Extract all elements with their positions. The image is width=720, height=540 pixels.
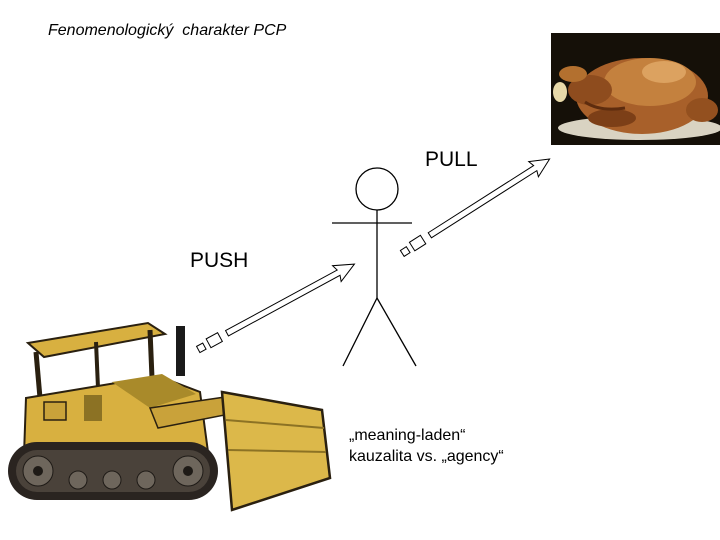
pull-arrow-dash-1 xyxy=(399,246,411,258)
pull-label: PULL xyxy=(425,148,478,171)
push-arrow xyxy=(195,263,356,354)
turkey-image xyxy=(551,33,720,145)
pull-arrow-shaft xyxy=(427,158,551,239)
pull-arrow xyxy=(399,158,551,258)
push-label: PUSH xyxy=(190,249,249,272)
bulldozer-image xyxy=(8,321,332,512)
caption: „meaning-laden“ kauzalita vs. „agency“ xyxy=(349,425,504,467)
caption-line-1: „meaning-laden“ xyxy=(349,427,466,444)
figure-head xyxy=(355,167,399,211)
push-arrow-dash-2 xyxy=(205,331,224,349)
figure-left-leg xyxy=(342,297,378,367)
figure-right-leg xyxy=(376,297,417,367)
pull-arrow-dash-2 xyxy=(408,234,427,252)
caption-line-2: kauzalita vs. „agency“ xyxy=(349,448,504,465)
push-arrow-shaft xyxy=(224,263,356,337)
slide-title: Fenomenologický charakter PCP xyxy=(48,22,287,39)
stick-figure xyxy=(332,167,417,367)
push-arrow-dash-1 xyxy=(195,342,207,354)
